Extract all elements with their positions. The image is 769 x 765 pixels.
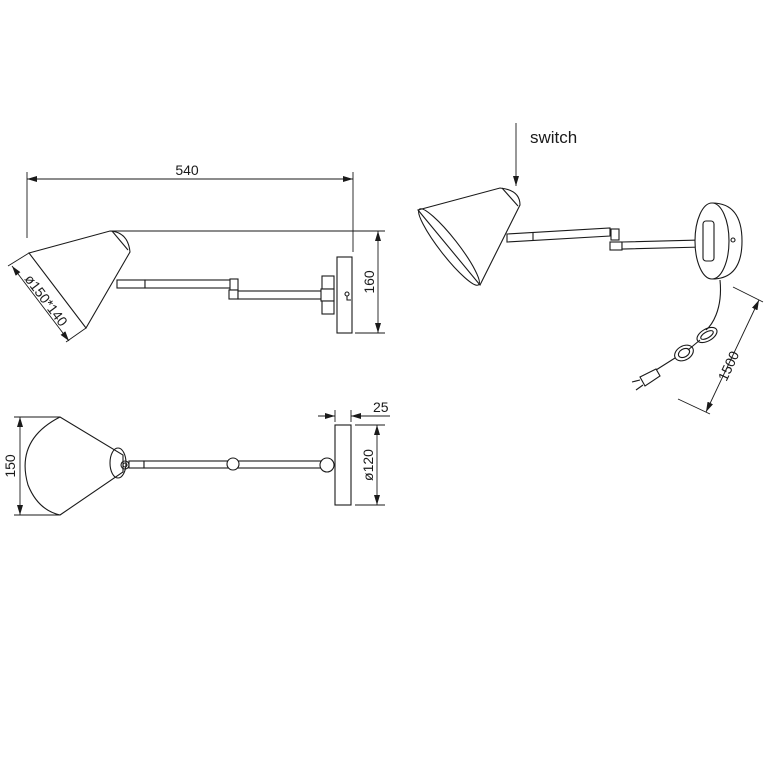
width-dimension: 540 xyxy=(26,162,354,252)
height-dimension: 160 xyxy=(355,231,385,334)
side-view: 540 ø150*140 xyxy=(7,162,385,343)
plate-diameter-dimension: ø120 xyxy=(355,424,385,506)
switch-label: switch xyxy=(530,128,577,147)
shade-width-label: 150 xyxy=(2,454,18,478)
cord-length-dimension: 1500 xyxy=(677,286,764,415)
shade-top xyxy=(24,416,130,516)
height-label: 160 xyxy=(361,270,377,294)
shade-width-dimension: 150 xyxy=(2,416,60,516)
cord-length-label: 1500 xyxy=(715,348,743,383)
switch-callout: switch xyxy=(513,123,577,186)
top-view: 150 25 ø120 xyxy=(2,399,390,516)
lamp-arm xyxy=(116,275,335,315)
plate-depth-dimension: 25 xyxy=(318,399,390,422)
plate-diameter-label: ø120 xyxy=(360,449,376,481)
arm-top xyxy=(128,457,335,473)
plug-icon xyxy=(631,368,661,391)
lamp-shade xyxy=(28,230,385,329)
width-label: 540 xyxy=(175,162,199,178)
plate-depth-label: 25 xyxy=(373,399,389,415)
wall-plate-top xyxy=(334,424,352,506)
arm-3d xyxy=(506,227,704,251)
perspective-view: switch xyxy=(417,123,764,415)
wall-plate xyxy=(336,256,353,334)
lamp-shade-3d xyxy=(417,187,521,287)
power-cord xyxy=(655,279,722,371)
wall-plate-3d xyxy=(694,202,743,280)
